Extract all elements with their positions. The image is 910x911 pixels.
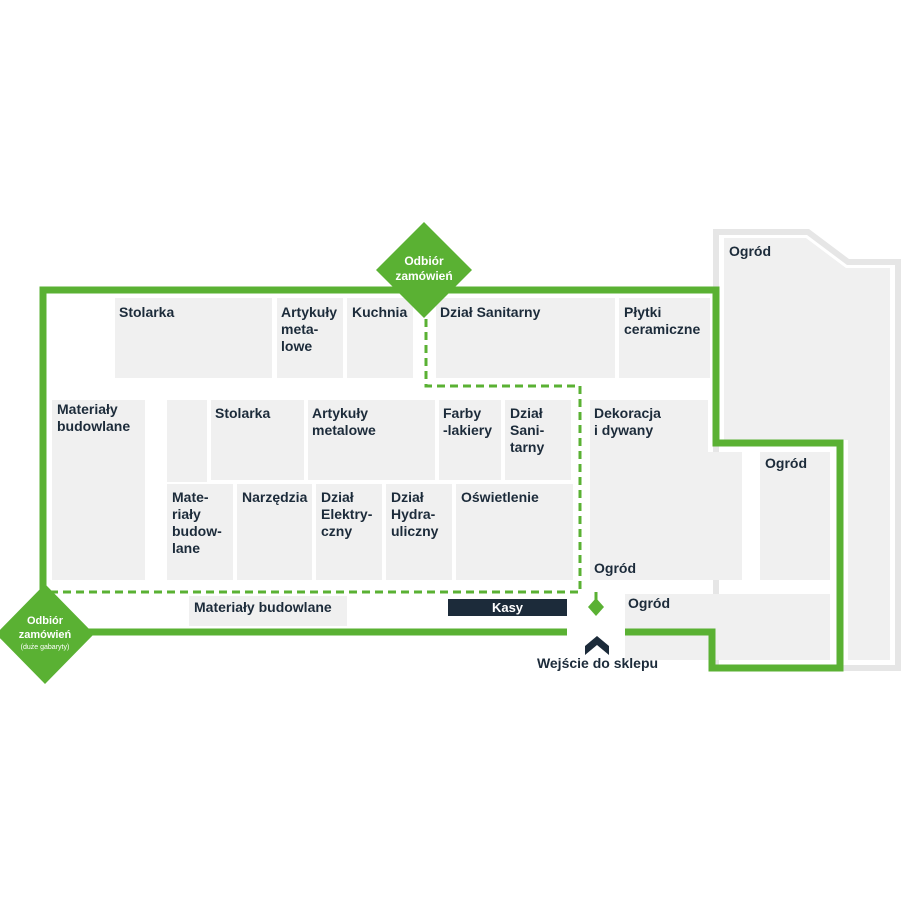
label-ogrod-right: Ogród	[765, 455, 807, 471]
dept-narzedzia	[237, 484, 312, 580]
dept-sanitarny-mid	[505, 400, 571, 480]
label-stolarka-top: Stolarka	[119, 304, 175, 320]
label-hydrauliczny: Dział Hydra- uliczny	[391, 489, 439, 539]
pickup-left-diamond	[0, 584, 94, 684]
label-ogrod-bottom: Ogród	[628, 595, 670, 611]
label-materialy-bottom: Materiały budowlane	[194, 599, 332, 615]
store-outline	[39, 286, 844, 672]
label-farby: Farby -lakiery	[443, 405, 493, 438]
dept-hydrauliczny	[386, 484, 452, 580]
label-oswietlenie: Oświetlenie	[461, 489, 539, 505]
entrance-arrow-icon	[585, 636, 609, 655]
checkout-bar: Kasy	[448, 599, 567, 616]
label-artykuly-top: Artykuły meta- lowe	[281, 304, 338, 354]
label-materialy-mid: Mate- riały budow- lane	[172, 489, 222, 556]
garden-zone-top	[724, 238, 890, 660]
dept-elektryczny	[316, 484, 382, 580]
label-dekoracja: Dekoracja i dywany	[594, 405, 661, 438]
dept-oswietlenie	[456, 484, 573, 580]
garden-zone-bottom	[625, 594, 830, 660]
entrance-label: Wejście do sklepu	[536, 655, 659, 671]
dept-materialy-left	[52, 400, 145, 580]
pickup-top-label: Odbiór zamówień	[395, 254, 453, 283]
garden-zone-right	[760, 452, 830, 580]
label-kuchnia: Kuchnia	[352, 304, 408, 320]
pickup-left-sublabel: (duże gabaryty)	[20, 644, 70, 651]
label-elektryczny: Dział Elektry- czny	[321, 489, 373, 539]
dept-artykuly-mid	[308, 400, 435, 480]
label-ogrod-top: Ogród	[729, 243, 771, 259]
dept-materialy-mid-upper	[167, 400, 207, 482]
label-sanitarny-mid: Dział Sani- tarny	[510, 405, 545, 455]
label-materialy-left: Materiały budowlane	[57, 401, 131, 434]
dept-artykuly-top	[277, 298, 343, 378]
dept-plytki	[619, 298, 710, 378]
label-sanitarny-top: Dział Sanitarny	[440, 304, 541, 320]
dept-kuchnia	[347, 298, 413, 378]
dept-sanitarny-top	[436, 298, 615, 378]
dept-stolarka-mid	[211, 400, 304, 480]
pickup-top-diamond	[376, 222, 472, 318]
label-artykuly-mid: Artykuły metalowe	[312, 405, 376, 438]
route-marker-icon	[588, 598, 604, 616]
label-stolarka-mid: Stolarka	[215, 405, 271, 421]
dept-materialy-bottom	[189, 596, 347, 626]
label-ogrod-mid: Ogród	[594, 560, 636, 576]
dept-stolarka-top	[115, 298, 272, 378]
dept-dekoracja	[590, 400, 708, 556]
label-plytki: Płytki ceramiczne	[624, 304, 701, 337]
dept-farby	[439, 400, 501, 480]
pickup-left-label: Odbiór zamówień	[18, 615, 72, 641]
label-narzedzia: Narzędzia	[242, 489, 308, 505]
dept-materialy-mid	[167, 484, 233, 580]
